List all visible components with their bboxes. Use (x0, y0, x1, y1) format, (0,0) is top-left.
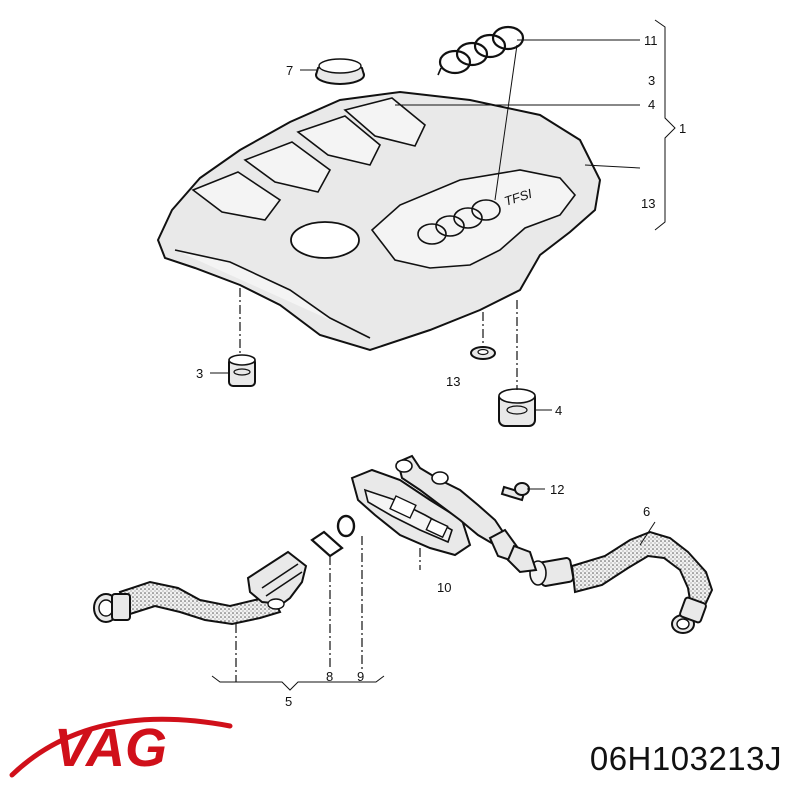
bolt-part (500, 482, 530, 502)
engine-cover: TFSI (156, 90, 602, 352)
callout-3-top: 3 (648, 73, 655, 88)
o-ring-part (336, 514, 356, 538)
oil-separator-housing (350, 454, 520, 562)
callout-7: 7 (286, 63, 293, 78)
logo-text: VAG (54, 718, 167, 778)
callout-13: 13 (446, 374, 460, 389)
leader-lines (210, 19, 676, 691)
cover-rings-emblem (417, 199, 501, 245)
callout-4: 4 (555, 403, 562, 418)
callout-5: 5 (285, 694, 292, 709)
grommet-part-right (498, 388, 536, 427)
rings-emblem-part (437, 25, 525, 76)
part-number: 06H103213J (589, 740, 782, 777)
logo-swoosh (9, 716, 233, 778)
callout-9: 9 (357, 669, 364, 684)
callout-10: 10 (437, 580, 451, 595)
filler-cap-part (315, 58, 365, 85)
callout-1: 1 (679, 121, 686, 136)
callout-6: 6 (643, 504, 650, 519)
dashed-alignment-lines (235, 288, 518, 682)
breather-hose-left (93, 550, 308, 626)
callout-13-top: 13 (641, 196, 655, 211)
callout-8: 8 (326, 669, 333, 684)
callout-12: 12 (550, 482, 564, 497)
washer-part (470, 346, 496, 360)
callout-labels: 7 11 3 4 1 13 3 13 4 12 6 10 8 9 5 (196, 33, 686, 709)
callout-3: 3 (196, 366, 203, 381)
callout-11: 11 (644, 33, 658, 48)
callout-4-top: 4 (648, 97, 655, 112)
vag-logo: VAG (9, 716, 233, 778)
gasket-part (310, 530, 344, 558)
breather-hose-right (506, 530, 714, 634)
grommet-part-left (228, 354, 256, 387)
